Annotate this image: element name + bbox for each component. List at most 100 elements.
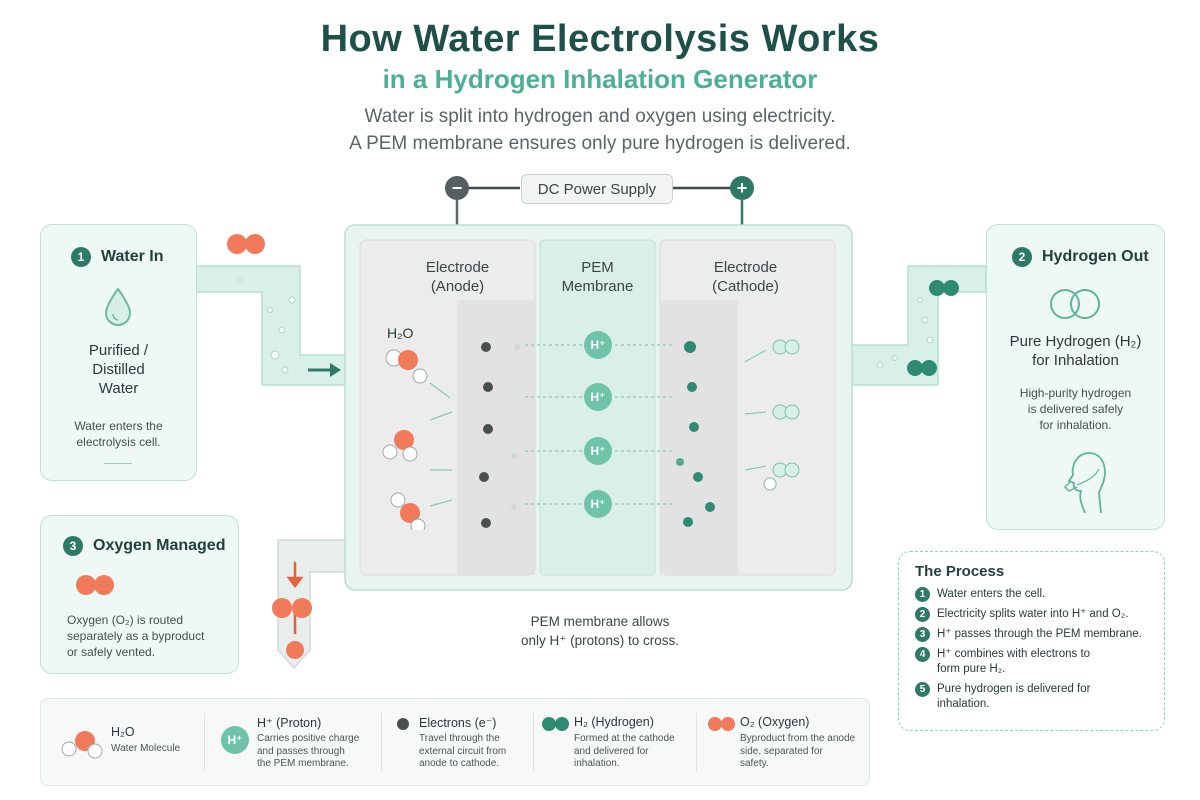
proton-icon: H⁺ [221, 726, 249, 754]
legend-proton-title: H⁺ (Proton) [257, 716, 322, 730]
pem-note: PEM membrane allows only H⁺ (protons) to… [495, 612, 705, 650]
legend-oxygen-desc: Byproduct from the anode side, separated… [740, 733, 855, 771]
cathode-label-line: Electrode [713, 259, 778, 276]
legend-water-title: H₂O [111, 725, 135, 739]
legend-hydrogen-title: H₂ (Hydrogen) [574, 715, 654, 729]
divider [381, 713, 382, 771]
oxygen-molecule-icon [227, 234, 265, 254]
water-molecule-icon [382, 430, 418, 462]
power-negative-icon: − [445, 176, 469, 200]
legend-desc-line: external circuit from [419, 745, 507, 757]
water-type-line: Distilled [92, 361, 145, 378]
oxygen-desc-line: or safely vented. [67, 645, 156, 659]
dc-power-supply-label: DC Power Supply [521, 174, 673, 204]
hydrogen-out-desc: High-purity hydrogen is delivered safely… [987, 385, 1164, 433]
hydrogen-atom-icon [683, 517, 693, 527]
reaction-arrows [429, 349, 767, 507]
person-inhaling-icon [1063, 452, 1106, 514]
electron-icon [483, 382, 493, 392]
legend-desc-line: safety. [740, 758, 769, 769]
legend-desc-line: side, separated for [740, 745, 823, 757]
step-number-badge: 5 [915, 682, 930, 697]
step-number-badge: 2 [1012, 247, 1032, 267]
legend-desc-line: inhalation. [574, 758, 620, 769]
page-title: How Water Electrolysis Works [320, 18, 880, 60]
cathode-particles [676, 339, 800, 527]
divider [533, 713, 534, 771]
process-panel: The Process 1 Water enters the cell. 2 E… [898, 551, 1165, 731]
process-step: 5 Pure hydrogen is delivered for inhalat… [915, 682, 1155, 712]
hydrogen-molecule-icon [763, 462, 800, 491]
pem-label: PEM Membrane [540, 258, 655, 296]
cathode-label: Electrode (Cathode) [688, 258, 803, 296]
hydrogen-atom-icon [676, 458, 684, 466]
divider [104, 463, 132, 464]
hydrogen-atom-icon [693, 472, 703, 482]
legend-desc-line: Byproduct from the anode [740, 733, 856, 744]
hydrogen-out-title: 2 Hydrogen Out [1012, 247, 1149, 267]
anode-label-line: Electrode [425, 259, 490, 276]
oxygen-flow-arrows [286, 562, 304, 634]
oxygen-managed-title-text: Oxygen Managed [93, 537, 226, 554]
process-step: 3 H⁺ passes through the PEM membrane. [915, 627, 1155, 642]
process-step: 2 Electricity splits water into H⁺ and O… [915, 607, 1155, 622]
anode-label-line: (Anode) [430, 278, 485, 295]
legend-desc-line: Travel through the [419, 733, 500, 744]
legend-electron-title: Electrons (e⁻) [419, 716, 497, 730]
hydrogen-out-desc-line: High-purity hydrogen [1019, 386, 1132, 400]
legend-desc-line: the PEM membrane. [257, 758, 349, 769]
legend-desc-line: Formed at the cathode [574, 733, 675, 744]
water-molecule-icon [61, 731, 103, 759]
process-step-text: H⁺ passes through the PEM membrane. [937, 628, 1142, 640]
legend-desc-line: Carries positive charge [257, 733, 360, 744]
pem-label-line: Membrane [561, 278, 634, 295]
legend-desc-line: anode to cathode. [419, 758, 500, 769]
water-drop-icon [104, 287, 132, 326]
legend-proton-desc: Carries positive charge and passes throu… [257, 733, 359, 771]
oxygen-atom-icon [286, 641, 304, 659]
oxygen-managed-title: 3 Oxygen Managed [63, 536, 225, 556]
proton-icon: H⁺ [584, 331, 612, 359]
pem-note-line: PEM membrane allows [530, 614, 670, 629]
h2o-label: H₂O [387, 325, 414, 341]
outlet-bubbles [876, 297, 934, 369]
process-title: The Process [915, 563, 1005, 580]
electron-icon [397, 718, 409, 730]
oxygen-desc-line: Oxygen (O₂) is routed [67, 613, 184, 627]
inlet-bubbles [237, 277, 296, 374]
water-type: Purified / Distilled Water [41, 341, 196, 398]
hydrogen-atom-icon [705, 502, 715, 512]
hydrogen-atom-icon [689, 422, 699, 432]
water-molecules [382, 349, 428, 530]
water-in-card: 1 Water In Purified / Distilled Water Wa… [40, 224, 197, 481]
intro-text: Water is split into hydrogen and oxygen … [0, 103, 1200, 157]
proton-icon: H⁺ [584, 437, 612, 465]
legend-electron-desc: Travel through the external circuit from… [419, 733, 506, 771]
hydrogen-out-title-text: Hydrogen Out [1042, 248, 1149, 265]
step-number-badge: 3 [915, 627, 930, 642]
water-type-line: Purified / [88, 342, 149, 359]
hydrogen-out-name-line: for Inhalation [1032, 352, 1119, 369]
hydrogen-molecule-icon [542, 717, 569, 731]
legend-bar: H₂O Water Molecule H⁺ H⁺ (Proton) Carrie… [40, 698, 870, 786]
process-step-text: Pure hydrogen is delivered for [937, 683, 1091, 695]
inlet-arrowhead [330, 363, 341, 377]
cathode-label-line: (Cathode) [712, 278, 779, 295]
step-number-badge: 2 [915, 607, 930, 622]
hydrogen-molecule-icon [929, 280, 959, 296]
water-in-title-text: Water In [101, 248, 164, 265]
page-subtitle: in a Hydrogen Inhalation Generator [382, 64, 818, 94]
hydrogen-atom-icon [684, 341, 696, 353]
process-step-text: H⁺ combines with electrons to [937, 648, 1091, 660]
hydrogen-molecule-icon [772, 404, 800, 420]
divider [696, 713, 697, 771]
process-step-text: form pure H₂. [937, 663, 1006, 675]
power-positive-icon: + [730, 176, 754, 200]
hydrogen-out-name: Pure Hydrogen (H₂) for Inhalation [987, 332, 1164, 370]
process-steps: 1 Water enters the cell. 2 Electricity s… [915, 587, 1155, 712]
oxygen-molecule-icon [76, 575, 114, 595]
process-step-text: inhalation. [937, 698, 990, 710]
cathode-plate [660, 300, 738, 575]
hydrogen-molecule-outline-icon [1050, 289, 1100, 319]
pem-note-line: only H⁺ (protons) to cross. [521, 633, 679, 648]
